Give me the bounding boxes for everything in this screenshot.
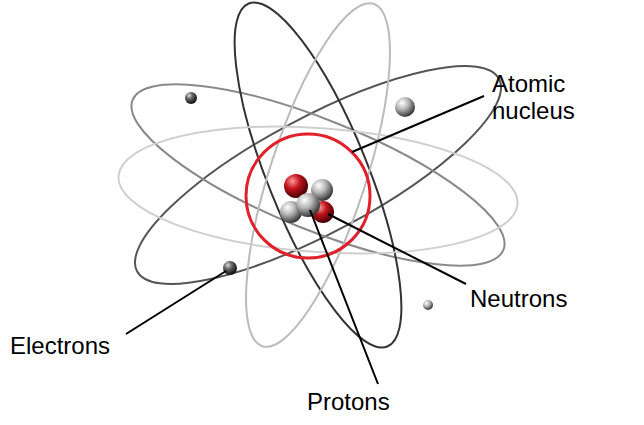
nucleus-ring — [246, 134, 370, 258]
nucleus — [280, 174, 334, 223]
electrons — [185, 92, 433, 310]
part-label: Protons — [307, 388, 390, 415]
electron-orbits — [110, 0, 526, 365]
part-label: Atomic nucleus — [492, 70, 602, 124]
leader-lines — [126, 96, 484, 384]
part-label: Neutrons — [470, 285, 567, 312]
part-label: Electrons — [10, 332, 110, 359]
